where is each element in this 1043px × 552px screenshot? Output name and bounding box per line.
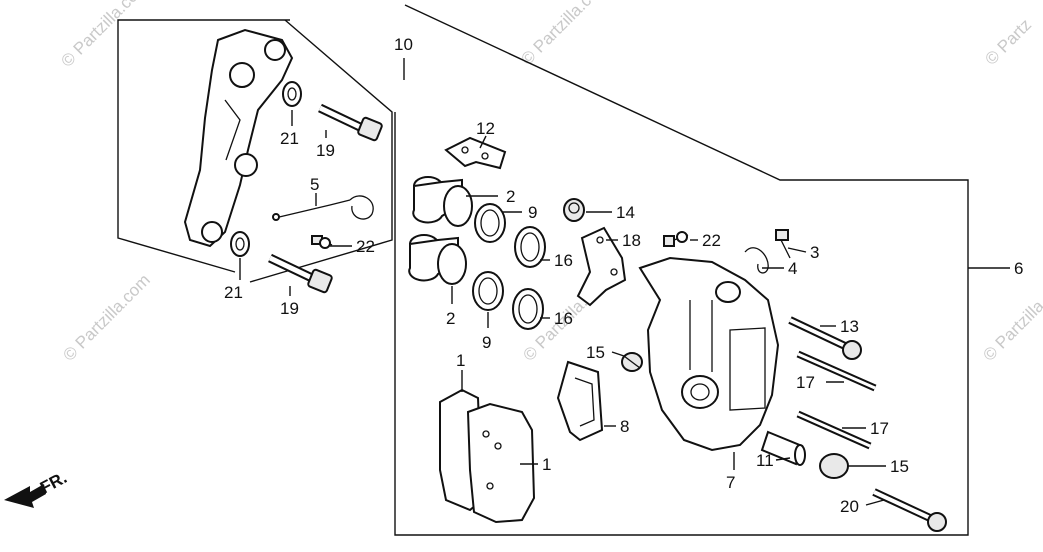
callout-2-lower: 2 <box>446 309 455 328</box>
callout-5: 5 <box>310 175 319 194</box>
caliper-bracket <box>183 28 294 248</box>
callout-9-lower: 9 <box>482 333 491 352</box>
callout-16-upper: 16 <box>554 251 573 270</box>
callout-7: 7 <box>726 473 735 492</box>
callout-14: 14 <box>616 203 635 222</box>
callout-6: 6 <box>1014 259 1023 278</box>
watermark: © Partzilla.com <box>57 0 151 71</box>
pin-17-upper <box>796 350 877 392</box>
callout-22-left: 22 <box>356 237 375 256</box>
pad-spring-18 <box>576 226 627 307</box>
callout-17-lower: 17 <box>870 419 889 438</box>
callout-1-lower: 1 <box>542 455 551 474</box>
caliper-body-7 <box>638 256 780 452</box>
bolt-19-lower <box>268 253 333 294</box>
boot-15-lower <box>819 453 849 479</box>
pad-pin-5 <box>272 195 374 221</box>
callout-2-upper: 2 <box>506 187 515 206</box>
watermark: © Partzilla.com <box>517 0 611 69</box>
front-arrow-icon <box>4 484 46 508</box>
washer-21-lower <box>230 231 250 257</box>
pad-kit-group-outline <box>249 19 393 283</box>
bracket-group-outline <box>117 19 290 273</box>
callout-11: 11 <box>756 451 774 470</box>
washer-21-upper <box>282 81 302 107</box>
piston-2-lower <box>408 234 467 285</box>
callout-16-lower: 16 <box>554 309 573 328</box>
sleeve-11 <box>760 430 806 466</box>
pin-bolt-13 <box>788 316 862 360</box>
dust-seal-16-upper <box>514 226 546 268</box>
callout-10: 10 <box>394 35 413 54</box>
seal-9-lower <box>472 271 504 311</box>
anti-rattle-shim-8 <box>556 360 604 442</box>
bleeder-cap-14 <box>563 198 585 222</box>
callout-17-upper: 17 <box>796 373 815 392</box>
callout-3: 3 <box>810 243 819 262</box>
callout-1-upper: 1 <box>456 351 465 370</box>
bleeder-22-left <box>311 235 333 249</box>
callout-labels: 10 12 21 19 5 22 21 19 2 9 2 9 16 16 14 … <box>224 35 1023 516</box>
callout-21-upper: 21 <box>280 129 299 148</box>
pin-17-lower <box>796 410 872 450</box>
boot-15-upper <box>621 352 643 372</box>
callout-4: 4 <box>788 259 797 278</box>
callout-13: 13 <box>840 317 859 336</box>
caliper-assembly-outline <box>394 4 969 536</box>
callout-21-lower: 21 <box>224 283 243 302</box>
callout-12: 12 <box>476 119 495 138</box>
watermark-corner: © Partz <box>981 15 1035 69</box>
bolt-19-upper <box>318 103 383 142</box>
dust-seal-16-lower <box>512 288 544 330</box>
callout-18: 18 <box>622 231 641 250</box>
bleeder-22-right <box>663 231 689 247</box>
clip-4 <box>744 247 769 274</box>
bolt-3 <box>775 229 791 259</box>
assembly-outline <box>117 4 969 536</box>
watermark: © Partzilla.com <box>979 270 1043 364</box>
callout-19-lower: 19 <box>280 299 299 318</box>
watermark: © Partzilla.com <box>59 270 153 364</box>
bolt-20 <box>872 488 947 532</box>
callout-8: 8 <box>620 417 629 436</box>
seal-9-upper <box>474 203 506 243</box>
piston-2-upper <box>412 176 473 227</box>
callout-19-upper: 19 <box>316 141 335 160</box>
brake-pad-1-front <box>466 402 536 524</box>
pad-shim-12 <box>444 136 507 170</box>
callout-22-right: 22 <box>702 231 721 250</box>
leader-lines <box>239 58 1010 506</box>
callout-15-lower: 15 <box>890 457 909 476</box>
callout-15-upper: 15 <box>586 343 605 362</box>
callout-20: 20 <box>840 497 859 516</box>
callout-9-upper: 9 <box>528 203 537 222</box>
